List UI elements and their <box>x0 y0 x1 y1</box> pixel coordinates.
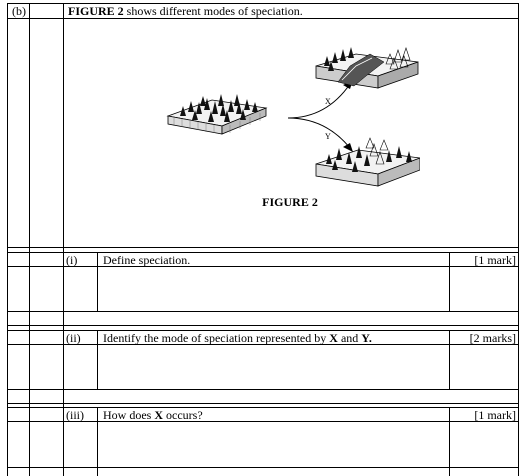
original-population-block <box>166 94 268 135</box>
grid-line <box>7 407 519 408</box>
grid-line <box>518 3 519 476</box>
sympatric-block <box>315 137 420 187</box>
grid-line <box>7 311 519 312</box>
grid-line <box>7 330 519 331</box>
grid-line <box>7 247 519 248</box>
arrow-label-y: Y <box>325 132 331 141</box>
grid-line <box>7 3 8 476</box>
grid-line <box>449 407 450 476</box>
question-text: How does X occurs? <box>103 408 203 422</box>
question-text: Define speciation. <box>103 253 191 267</box>
grid-line <box>449 252 450 311</box>
grid-line <box>7 325 519 326</box>
grid-line <box>7 18 519 19</box>
marks-label: [2 marks] <box>469 331 516 345</box>
intro-text: FIGURE 2 shows different modes of specia… <box>68 4 303 18</box>
grid-line <box>29 3 30 476</box>
figure-caption: FIGURE 2 <box>262 195 318 209</box>
grid-line <box>7 344 519 345</box>
part-label: (b) <box>12 4 26 18</box>
allopatric-block <box>315 47 419 89</box>
grid-line <box>7 467 519 468</box>
question-number: (i) <box>66 253 78 267</box>
arrow-label-x: X <box>325 97 331 106</box>
grid-line <box>63 3 64 476</box>
speciation-figure: X Y FIGURE 2 <box>166 47 420 209</box>
grid-line <box>7 252 519 253</box>
grid-line <box>7 403 519 404</box>
grid-line <box>449 330 450 389</box>
question-number: (ii) <box>66 331 81 345</box>
grid-line <box>97 407 98 476</box>
grid-line <box>7 3 519 4</box>
question-text: Identify the mode of speciation represen… <box>103 331 372 345</box>
marks-label: [1 mark] <box>474 253 516 267</box>
marks-label: [1 mark] <box>474 408 516 422</box>
grid-line <box>97 330 98 389</box>
grid-line <box>97 252 98 311</box>
grid-line <box>7 421 519 422</box>
question-number: (iii) <box>66 408 84 422</box>
grid-line <box>7 389 519 390</box>
grid-line <box>7 266 519 267</box>
